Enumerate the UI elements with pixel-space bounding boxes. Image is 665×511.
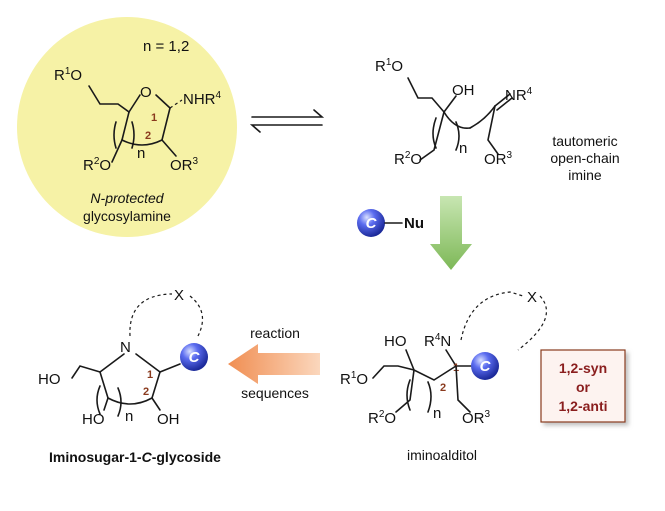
r1o-label: R1O xyxy=(375,57,403,75)
imine-caption-2: open-chain xyxy=(550,150,619,166)
n-value-label: n = 1,2 xyxy=(143,38,189,55)
locant-1: 1 xyxy=(151,112,157,124)
c-nucleophile-reagent: C Nu xyxy=(357,209,424,237)
n-index: n xyxy=(125,408,133,425)
ho-label: HO xyxy=(38,371,61,388)
locant-2: 2 xyxy=(440,382,446,394)
arrow-label-bottom: sequences xyxy=(241,385,309,401)
oh-label: OH xyxy=(452,82,475,99)
or3-label: OR3 xyxy=(170,156,199,174)
open-chain-imine-structure: R1O OH NR4 n R2O OR3 tautomeric open-cha… xyxy=(375,57,620,183)
equilibrium-arrows xyxy=(249,109,325,133)
nhr4-label: NHR4 xyxy=(183,90,222,108)
r1o-label: R1O xyxy=(54,66,82,84)
c-label: C xyxy=(480,358,492,375)
green-down-arrow xyxy=(430,196,472,270)
glycosylamine-caption-2: glycosylamine xyxy=(83,208,171,224)
imine-caption-1: tautomeric xyxy=(552,133,617,149)
arrow-label-top: reaction xyxy=(250,325,300,341)
nr4-label: NR4 xyxy=(505,86,533,104)
r1o-label: R1O xyxy=(340,370,368,388)
badge-or: or xyxy=(576,379,591,395)
r2o-label: R2O xyxy=(368,409,396,427)
imine-caption-3: imine xyxy=(568,167,602,183)
c-label: C xyxy=(366,215,378,232)
stereochemistry-badge: 1,2-syn or 1,2-anti xyxy=(540,349,626,423)
highlight-circle xyxy=(17,17,237,237)
reaction-sequences-arrow: reaction sequences xyxy=(228,325,320,401)
badge-syn: 1,2-syn xyxy=(559,360,607,376)
ho-label-2: HO xyxy=(82,411,105,428)
ring-oxygen: O xyxy=(140,84,152,101)
ring-nitrogen: N xyxy=(120,339,131,356)
n-index: n xyxy=(433,405,441,422)
oh-label: OH xyxy=(157,411,180,428)
or3-label: OR3 xyxy=(484,150,513,168)
r2o-label: R2O xyxy=(83,156,111,174)
r2o-label: R2O xyxy=(394,150,422,168)
or3-label: OR3 xyxy=(462,409,491,427)
c-label: C xyxy=(189,349,201,366)
locant-2: 2 xyxy=(145,130,151,142)
ho-label: HO xyxy=(384,333,407,350)
n-index: n xyxy=(137,145,145,162)
n-index: n xyxy=(459,140,467,157)
r4n-label: R4N xyxy=(424,332,451,350)
iminoalditol-structure: X HO R4N R1O C 1 2 n R2O OR3 iminoaldito… xyxy=(340,289,548,463)
badge-anti: 1,2-anti xyxy=(558,398,607,414)
x-label: X xyxy=(527,289,537,306)
blue-ball-icon xyxy=(357,209,385,237)
product-caption: Iminosugar-1-C-glycoside xyxy=(49,449,221,465)
nu-label: Nu xyxy=(404,215,424,232)
locant-1: 1 xyxy=(147,369,153,381)
glycosylamine-structure: n = 1,2 R1O O NHR4 1 2 n R2O OR3 N-prote… xyxy=(17,17,237,237)
blue-ball-icon xyxy=(471,352,499,380)
iminoalditol-caption: iminoalditol xyxy=(407,447,477,463)
glycosylamine-caption-1: N-protected xyxy=(90,190,164,206)
x-label: X xyxy=(174,287,184,304)
locant-2: 2 xyxy=(143,386,149,398)
iminosugar-product-structure: X N C HO 1 2 n HO OH Iminosugar-1-C-glyc… xyxy=(38,287,221,465)
blue-ball-icon xyxy=(180,343,208,371)
